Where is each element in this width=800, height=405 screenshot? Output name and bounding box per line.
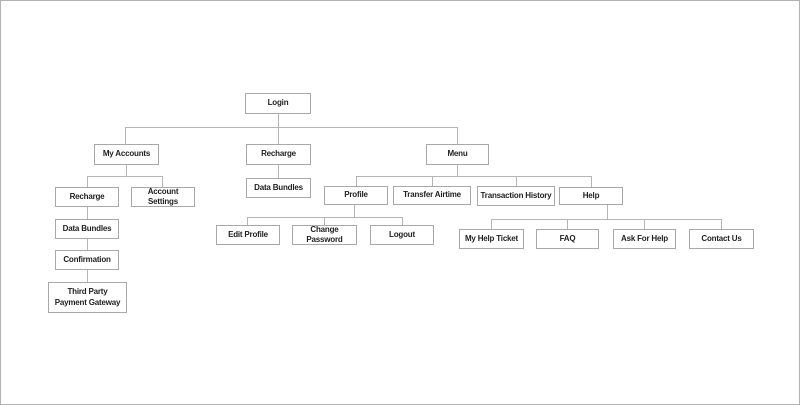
connector-line xyxy=(87,176,88,187)
node-recharge-main-label: Recharge xyxy=(261,149,296,159)
connector-line xyxy=(402,217,403,225)
connector-line xyxy=(354,205,355,217)
connector-line xyxy=(721,219,722,229)
connector-line xyxy=(278,165,279,178)
connector-line xyxy=(491,219,492,229)
connector-line xyxy=(591,176,592,187)
node-edit-profile-label: Edit Profile xyxy=(228,229,268,239)
connector-line xyxy=(491,219,722,220)
connector-line xyxy=(567,219,568,229)
node-logout-label: Logout xyxy=(389,229,415,239)
node-third-party-payment-gateway: Third Party Payment Gateway xyxy=(48,282,127,313)
node-confirmation: Confirmation xyxy=(55,250,119,270)
node-confirmation-label: Confirmation xyxy=(63,254,111,264)
node-recharge-sub: Recharge xyxy=(55,187,119,207)
connector-line xyxy=(278,114,279,127)
node-ask-for-help: Ask For Help xyxy=(613,229,676,249)
connector-line xyxy=(356,176,357,186)
connector-line xyxy=(457,165,458,176)
connector-line xyxy=(87,270,88,282)
node-recharge-sub-label: Recharge xyxy=(69,191,105,201)
node-faq-label: FAQ xyxy=(559,233,576,243)
connector-line xyxy=(247,217,403,218)
node-ask-for-help-label: Ask For Help xyxy=(621,233,668,243)
connector-line xyxy=(87,239,88,250)
node-my-help-ticket: My Help Ticket xyxy=(459,229,524,249)
node-contact-us: Contact Us xyxy=(689,229,754,249)
connector-line xyxy=(125,127,126,144)
connector-line xyxy=(126,165,127,176)
connector-line xyxy=(278,127,279,144)
node-menu: Menu xyxy=(426,144,489,165)
node-profile-label: Profile xyxy=(344,190,368,200)
node-data-bundles-sub: Data Bundles xyxy=(55,219,119,239)
node-login: Login xyxy=(245,93,311,114)
node-login-label: Login xyxy=(267,98,289,108)
node-menu-label: Menu xyxy=(447,149,468,159)
node-recharge-main: Recharge xyxy=(246,144,311,165)
connector-line xyxy=(644,219,645,229)
node-transfer-airtime-label: Transfer Airtime xyxy=(403,190,461,200)
node-contact-us-label: Contact Us xyxy=(701,233,742,243)
connector-line xyxy=(87,207,88,219)
node-account-settings: Account Settings xyxy=(131,187,195,207)
node-edit-profile: Edit Profile xyxy=(216,225,280,245)
node-third-party-payment-gateway-label: Third Party Payment Gateway xyxy=(54,287,121,307)
node-change-password-label: Change Password xyxy=(306,224,343,244)
node-data-bundles-main: Data Bundles xyxy=(246,178,311,198)
connector-line xyxy=(516,176,517,186)
connector-line xyxy=(324,217,325,225)
node-my-accounts: My Accounts xyxy=(94,144,159,165)
node-profile: Profile xyxy=(324,186,388,205)
node-help: Help xyxy=(559,187,623,205)
connector-line xyxy=(356,176,592,177)
connector-line xyxy=(162,176,163,187)
node-transaction-history: Transaction History xyxy=(477,186,555,206)
node-help-label: Help xyxy=(582,190,600,200)
connector-line xyxy=(87,176,163,177)
connector-line xyxy=(432,176,433,186)
node-transaction-history-label: Transaction History xyxy=(480,190,552,200)
node-faq: FAQ xyxy=(536,229,599,249)
node-transfer-airtime: Transfer Airtime xyxy=(393,186,471,205)
connector-line xyxy=(457,127,458,144)
connector-line xyxy=(607,205,608,219)
node-data-bundles-main-label: Data Bundles xyxy=(254,182,303,192)
connector-line xyxy=(247,217,248,225)
node-data-bundles-sub-label: Data Bundles xyxy=(62,223,112,233)
node-my-help-ticket-label: My Help Ticket xyxy=(464,233,519,243)
connector-line xyxy=(125,127,458,128)
node-logout: Logout xyxy=(370,225,434,245)
node-account-settings-label: Account Settings xyxy=(147,186,179,206)
node-my-accounts-label: My Accounts xyxy=(102,149,151,159)
node-change-password: Change Password xyxy=(292,225,357,245)
